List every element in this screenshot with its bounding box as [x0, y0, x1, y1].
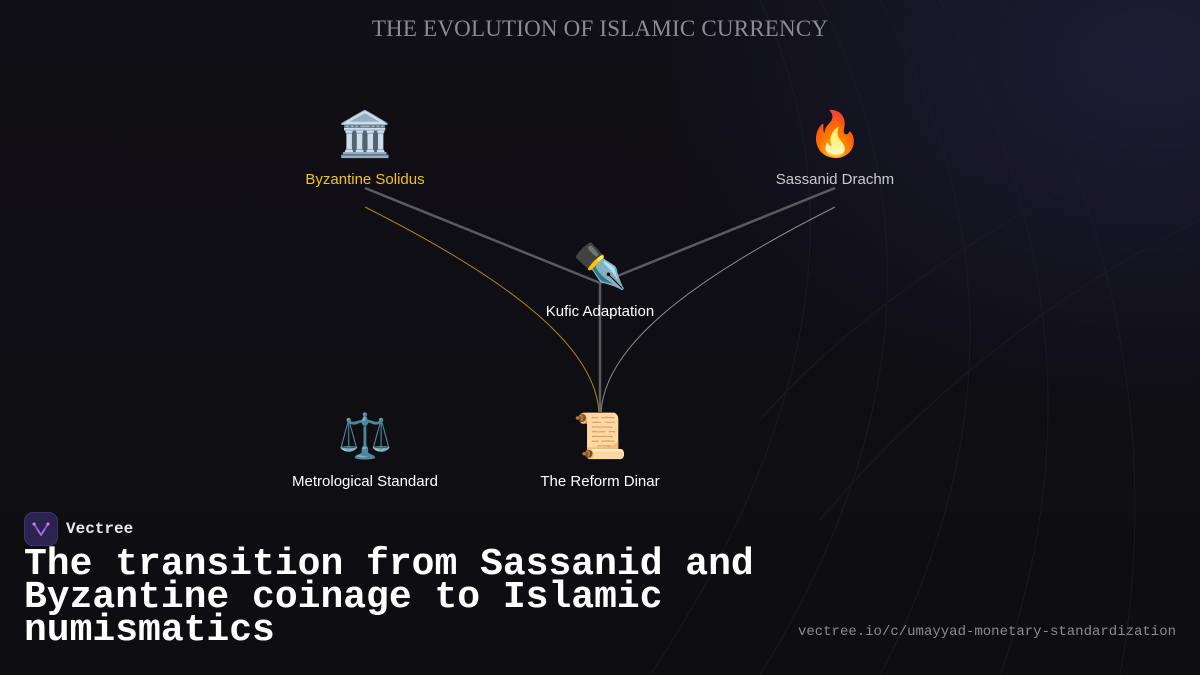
edge-sassanid-kufic [599, 186, 836, 285]
node-label: Kufic Adaptation [545, 303, 655, 320]
node-metrological-standard[interactable]: ⚖️ Metrological Standard [255, 409, 475, 490]
scroll-icon: 📜 [572, 412, 628, 461]
node-label: Metrological Standard [292, 473, 438, 490]
classical-building-icon: 🏛️ [337, 110, 393, 159]
edge-byzantine-kufic [364, 186, 601, 285]
curve-byzantine-reform [364, 206, 600, 413]
vectree-logo-icon [24, 512, 58, 546]
node-reform-dinar[interactable]: 📜 The Reform Dinar [490, 409, 710, 490]
node-label: The Reform Dinar [540, 473, 660, 490]
curve-sassanid-reform [600, 206, 836, 413]
page-url[interactable]: vectree.io/c/umayyad-monetary-standardiz… [797, 624, 1176, 640]
brand[interactable]: Vectree [24, 512, 133, 546]
node-sassanid-drachm[interactable]: 🔥 Sassanid Drachm [725, 107, 945, 188]
node-kufic-adaptation[interactable]: ✒️ Kufic Adaptation [490, 239, 710, 320]
balance-scale-icon: ⚖️ [337, 412, 393, 461]
diagram-title: THE EVOLUTION OF ISLAMIC CURRENCY [371, 16, 829, 41]
headline: The transition from Sassanid and Byzanti… [24, 543, 754, 652]
node-label: Sassanid Drachm [775, 171, 895, 188]
fountain-pen-icon: ✒️ [572, 242, 628, 291]
node-label: Byzantine Solidus [305, 171, 425, 188]
brand-name: Vectree [66, 520, 134, 538]
node-byzantine-solidus[interactable]: 🏛️ Byzantine Solidus [255, 107, 475, 188]
fire-icon: 🔥 [807, 110, 863, 159]
